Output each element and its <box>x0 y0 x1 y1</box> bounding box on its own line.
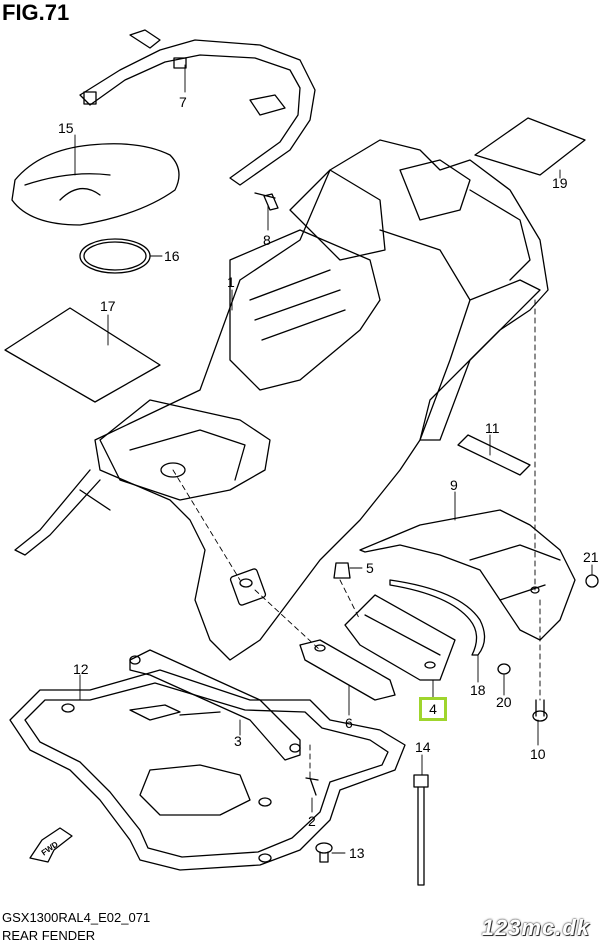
bolt-part <box>532 699 548 722</box>
callout-16: 16 <box>164 248 180 264</box>
rear-fender-body <box>94 139 549 661</box>
figure-caption: REAR FENDER <box>2 928 96 943</box>
callout-7: 7 <box>179 94 187 110</box>
bolt-part <box>254 192 279 211</box>
cable-tie-part <box>413 774 429 886</box>
pad-part <box>457 434 531 476</box>
fwd-arrow-icon <box>29 827 73 863</box>
callout-4[interactable]: 4 <box>429 701 437 717</box>
callout-2: 2 <box>308 813 316 829</box>
highlight-box-callout-4[interactable] <box>419 697 447 721</box>
model-code: GSX1300RAL4_E02_071 <box>2 910 151 925</box>
sheet-part <box>474 117 586 176</box>
callout-15: 15 <box>58 120 74 136</box>
bolt-part <box>305 777 319 796</box>
nut-part <box>585 574 599 588</box>
bracket-part <box>344 594 456 681</box>
callout-6: 6 <box>345 715 353 731</box>
watermark-logo: 123mc.dk <box>481 915 590 940</box>
undertray-part <box>9 669 406 871</box>
callout-13: 13 <box>349 845 365 861</box>
band-part <box>389 579 486 656</box>
callout-10: 10 <box>530 746 546 762</box>
callout-17: 17 <box>100 298 116 314</box>
bolt-part <box>315 842 333 863</box>
callout-9: 9 <box>450 477 458 493</box>
bracket-part <box>129 649 301 761</box>
callout-12: 12 <box>73 661 89 677</box>
grab-rail-part <box>79 29 316 186</box>
clip-part <box>333 562 351 579</box>
callout-14: 14 <box>415 739 431 755</box>
plate-part <box>299 639 396 701</box>
figure-title: FIG.71 <box>2 0 70 25</box>
fender-tip-part <box>359 509 576 641</box>
callout-11: 11 <box>485 420 500 436</box>
callout-1: 1 <box>227 274 235 290</box>
pad-part <box>11 143 180 226</box>
callout-5: 5 <box>366 560 374 576</box>
strap-part <box>14 469 101 556</box>
callout-8: 8 <box>263 232 271 248</box>
ring-part <box>79 238 151 274</box>
washer-part <box>497 663 511 675</box>
callout-19: 19 <box>552 175 568 191</box>
callout-20: 20 <box>496 694 512 710</box>
callout-21: 21 <box>583 549 599 565</box>
callout-3: 3 <box>234 733 242 749</box>
callout-18: 18 <box>470 682 486 698</box>
sheet-part <box>4 307 161 403</box>
stay-part <box>419 279 541 441</box>
